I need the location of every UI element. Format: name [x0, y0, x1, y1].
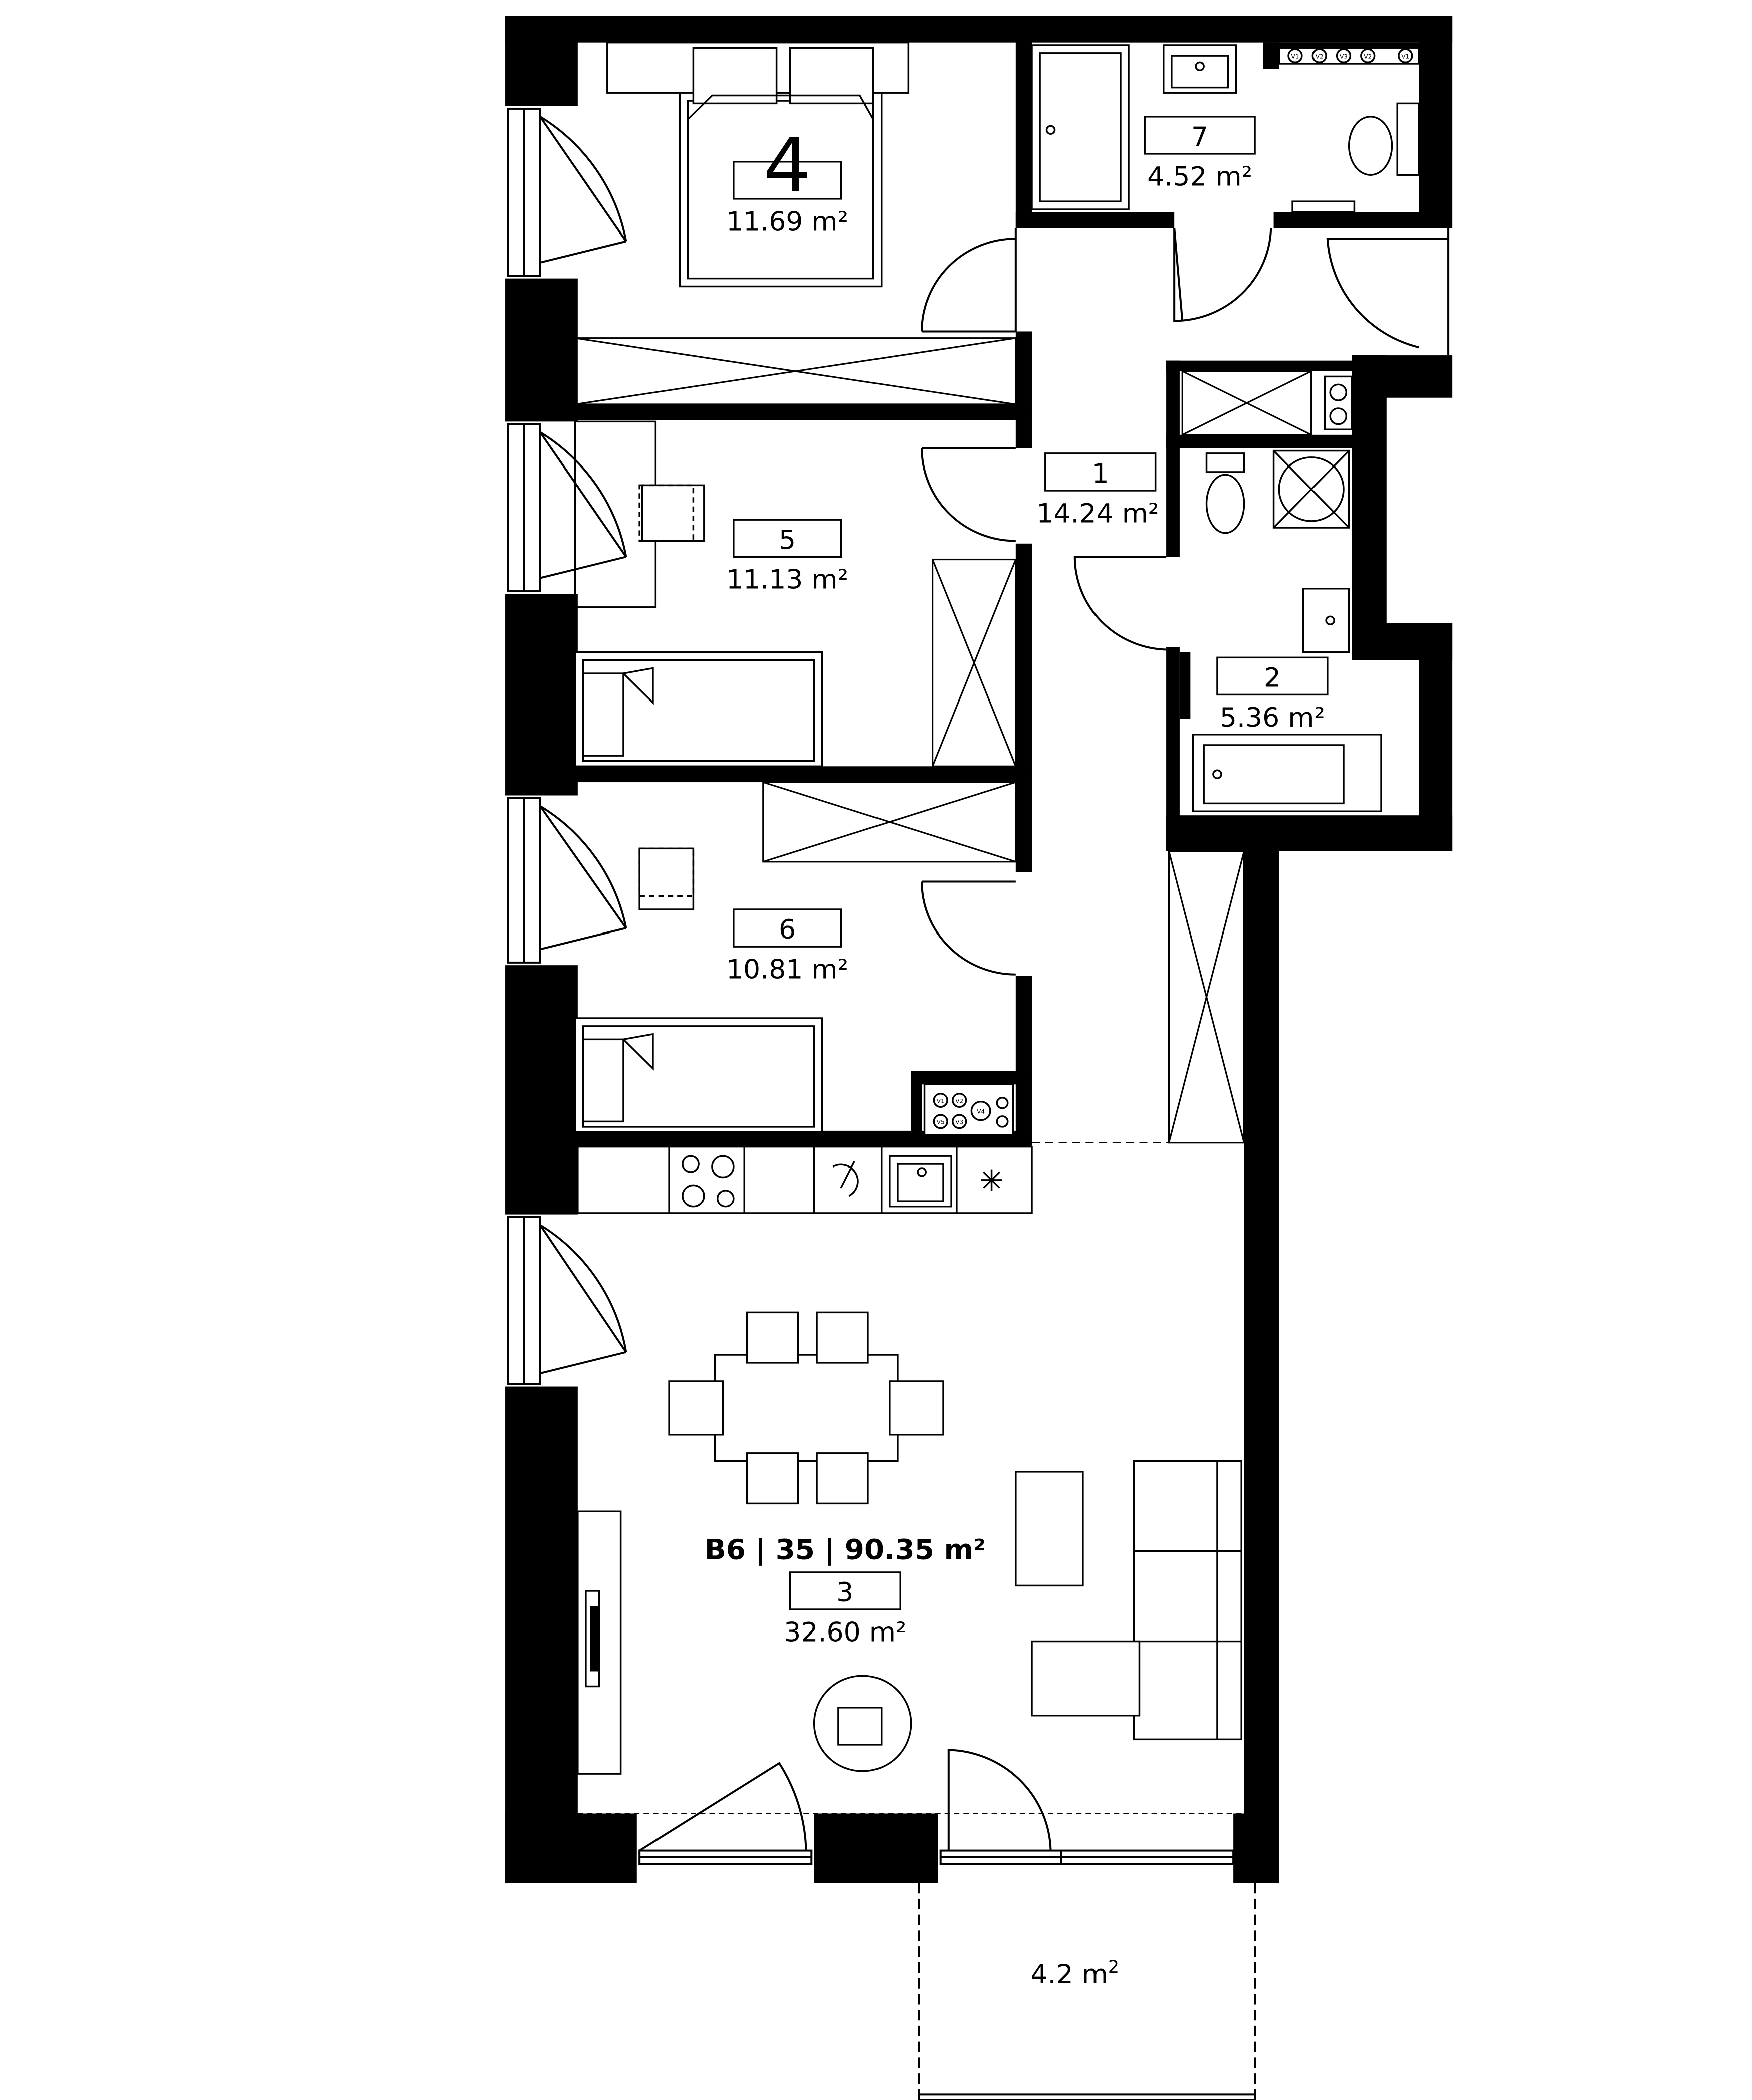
room-4-area: 11.69 m² [726, 206, 848, 238]
meter-label: V4 [977, 1108, 985, 1115]
meter-label: V1 [1291, 53, 1299, 60]
walls [505, 16, 1453, 1883]
dining-set [668, 1311, 944, 1505]
room-2-area: 5.36 m² [1220, 702, 1325, 733]
meter-label: V2 [955, 1097, 963, 1104]
room-3-number: 3 [836, 1577, 853, 1608]
room-1-number: 1 [1092, 458, 1109, 489]
apartment-code: B6 | 35 | 90.35 m² [705, 1534, 986, 1566]
meter-label: V1 [937, 1097, 945, 1104]
balcony-area-value: 4.2 m [1030, 1959, 1108, 1990]
room-2-number: 2 [1264, 662, 1281, 693]
meter-label: V2 [1364, 53, 1372, 60]
meter-label: V3 [1340, 53, 1348, 60]
balcony-area-superscript: 2 [1108, 1957, 1119, 1977]
room-6-area: 10.81 m² [726, 954, 848, 985]
bedroom6-furniture [574, 847, 823, 1133]
bathroom2-fixtures [923, 588, 1382, 1136]
meter-label: V3 [955, 1119, 963, 1126]
kitchen-counter [577, 1145, 1033, 1214]
meter-label: V2 [1316, 53, 1324, 60]
room-6-number: 6 [779, 914, 796, 946]
bathroom7-fixtures [1031, 44, 1420, 213]
room-1-area: 14.24 m² [1036, 498, 1159, 529]
room-label-boxes [733, 116, 1329, 1610]
windows-left [507, 107, 627, 1385]
interior-doors [921, 227, 1450, 976]
living-furniture [577, 1460, 1242, 1775]
meter-labels: V1 V2 V3 V2 V1 V1 V2 V5 V3 V4 [937, 53, 1410, 1125]
room-5-number: 5 [779, 525, 796, 556]
room-labels: 4 11.69 m² 7 4.52 m² 1 14.24 m² 5 11.13 … [705, 121, 1325, 1990]
meter-label: V5 [937, 1119, 945, 1126]
double-bed [606, 41, 910, 288]
room-5-area: 11.13 m² [726, 564, 848, 595]
meter-label: V1 [1401, 53, 1409, 60]
balcony [918, 1883, 1256, 2100]
room-7-area: 4.52 m² [1147, 161, 1252, 192]
room-7-number: 7 [1191, 121, 1208, 152]
wc-fixtures [1205, 375, 1353, 534]
room-3-area: 32.60 m² [784, 1617, 906, 1648]
room-4-number: 4 [763, 123, 811, 209]
balcony-area: 4.2 m2 [1030, 1957, 1119, 1990]
wardrobes [574, 337, 1312, 1144]
windows-bottom [577, 1749, 1244, 1865]
bedroom5-furniture [574, 420, 823, 768]
